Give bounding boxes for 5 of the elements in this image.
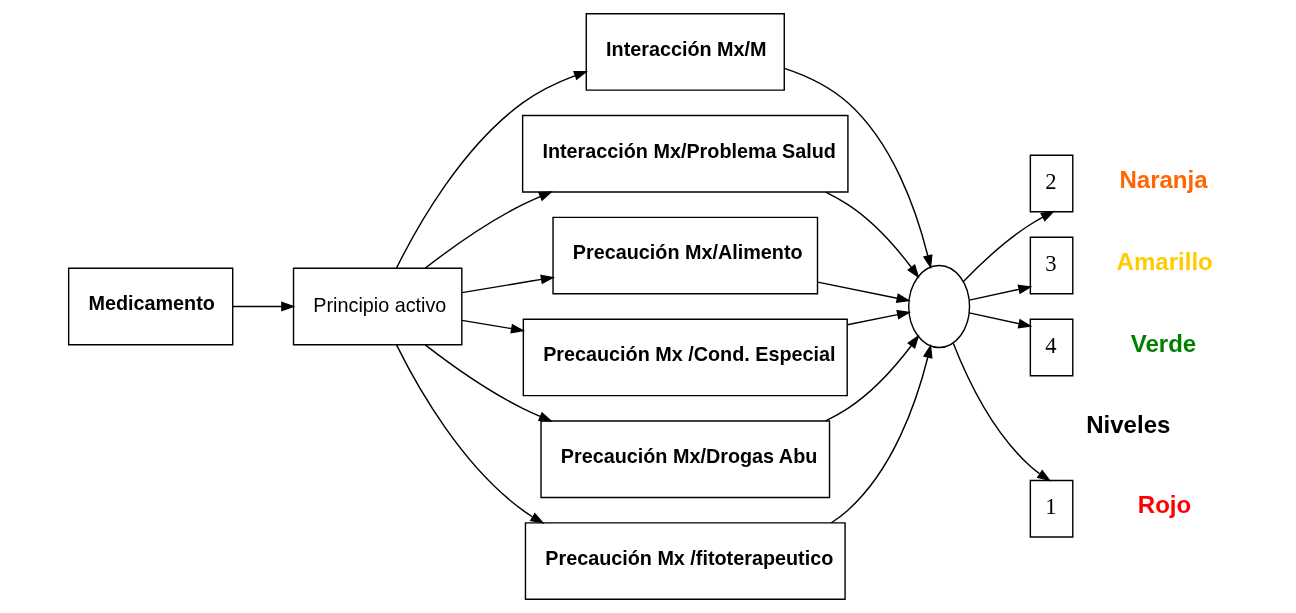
node-label: Naranja — [1118, 165, 1208, 193]
node-label: Rojo — [1137, 491, 1191, 519]
node-label: Amarillo — [1116, 247, 1213, 275]
label: Niveles — [1085, 410, 1170, 438]
node-label: Verde — [1130, 329, 1196, 357]
